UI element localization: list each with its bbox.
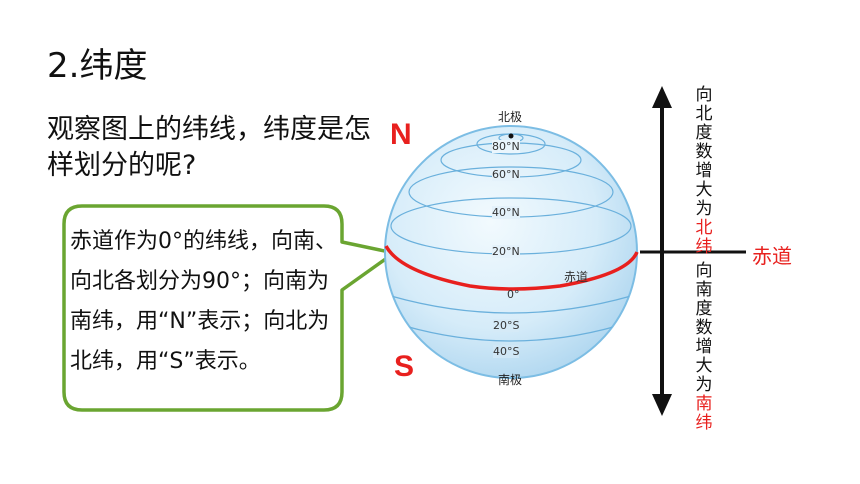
lat-label-40s: 40°S bbox=[493, 345, 520, 358]
arrow-down-icon bbox=[652, 394, 672, 416]
section-title: 2.纬度 bbox=[47, 46, 148, 86]
south-latitude-highlight: 南纬 bbox=[695, 394, 713, 433]
equator-line bbox=[384, 245, 639, 291]
question-text: 观察图上的纬线，纬度是怎样划分的呢? bbox=[47, 114, 371, 181]
south-letter: S bbox=[394, 350, 415, 383]
latitude-line-40s bbox=[404, 325, 618, 342]
equator-side-label: 赤道 bbox=[752, 244, 792, 268]
south-pole-label: 南极 bbox=[498, 373, 523, 387]
north-latitude-highlight: 北纬 bbox=[695, 218, 713, 257]
latitude-line-20s bbox=[390, 295, 632, 314]
south-direction-label: 向南度数增大为 bbox=[695, 261, 713, 395]
north-pole-label: 北极 bbox=[498, 110, 523, 124]
lat-label-0: 0° bbox=[507, 288, 520, 301]
north-direction-text: 向北度数增大为北纬 bbox=[693, 86, 715, 257]
arrow-up-icon bbox=[652, 86, 672, 108]
north-direction-label: 向北度数增大为 bbox=[695, 85, 713, 219]
north-letter: N bbox=[390, 118, 412, 151]
south-direction-text: 向南度数增大为南纬 bbox=[693, 262, 715, 433]
lat-label-60n: 60°N bbox=[492, 168, 520, 181]
lat-label-20n: 20°N bbox=[492, 245, 520, 258]
lat-label-80n: 80°N bbox=[492, 140, 520, 153]
callout-text: 赤道作为0°的纬线，向南、向北各划分为90°；向南为南纬，用“N”表示；向北为北… bbox=[70, 229, 337, 374]
lat-label-40n: 40°N bbox=[492, 206, 520, 219]
lat-label-20s: 20°S bbox=[493, 319, 520, 332]
globe-equator-label: 赤道 bbox=[564, 270, 589, 284]
north-pole-dot bbox=[508, 133, 514, 139]
